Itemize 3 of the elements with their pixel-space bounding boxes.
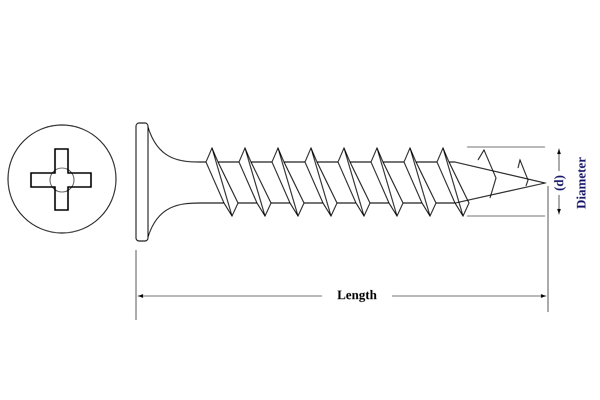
dimension-label: Diameter (576, 157, 586, 209)
dimension-label: (d) (554, 176, 566, 190)
dimension-label: Length (337, 290, 377, 302)
